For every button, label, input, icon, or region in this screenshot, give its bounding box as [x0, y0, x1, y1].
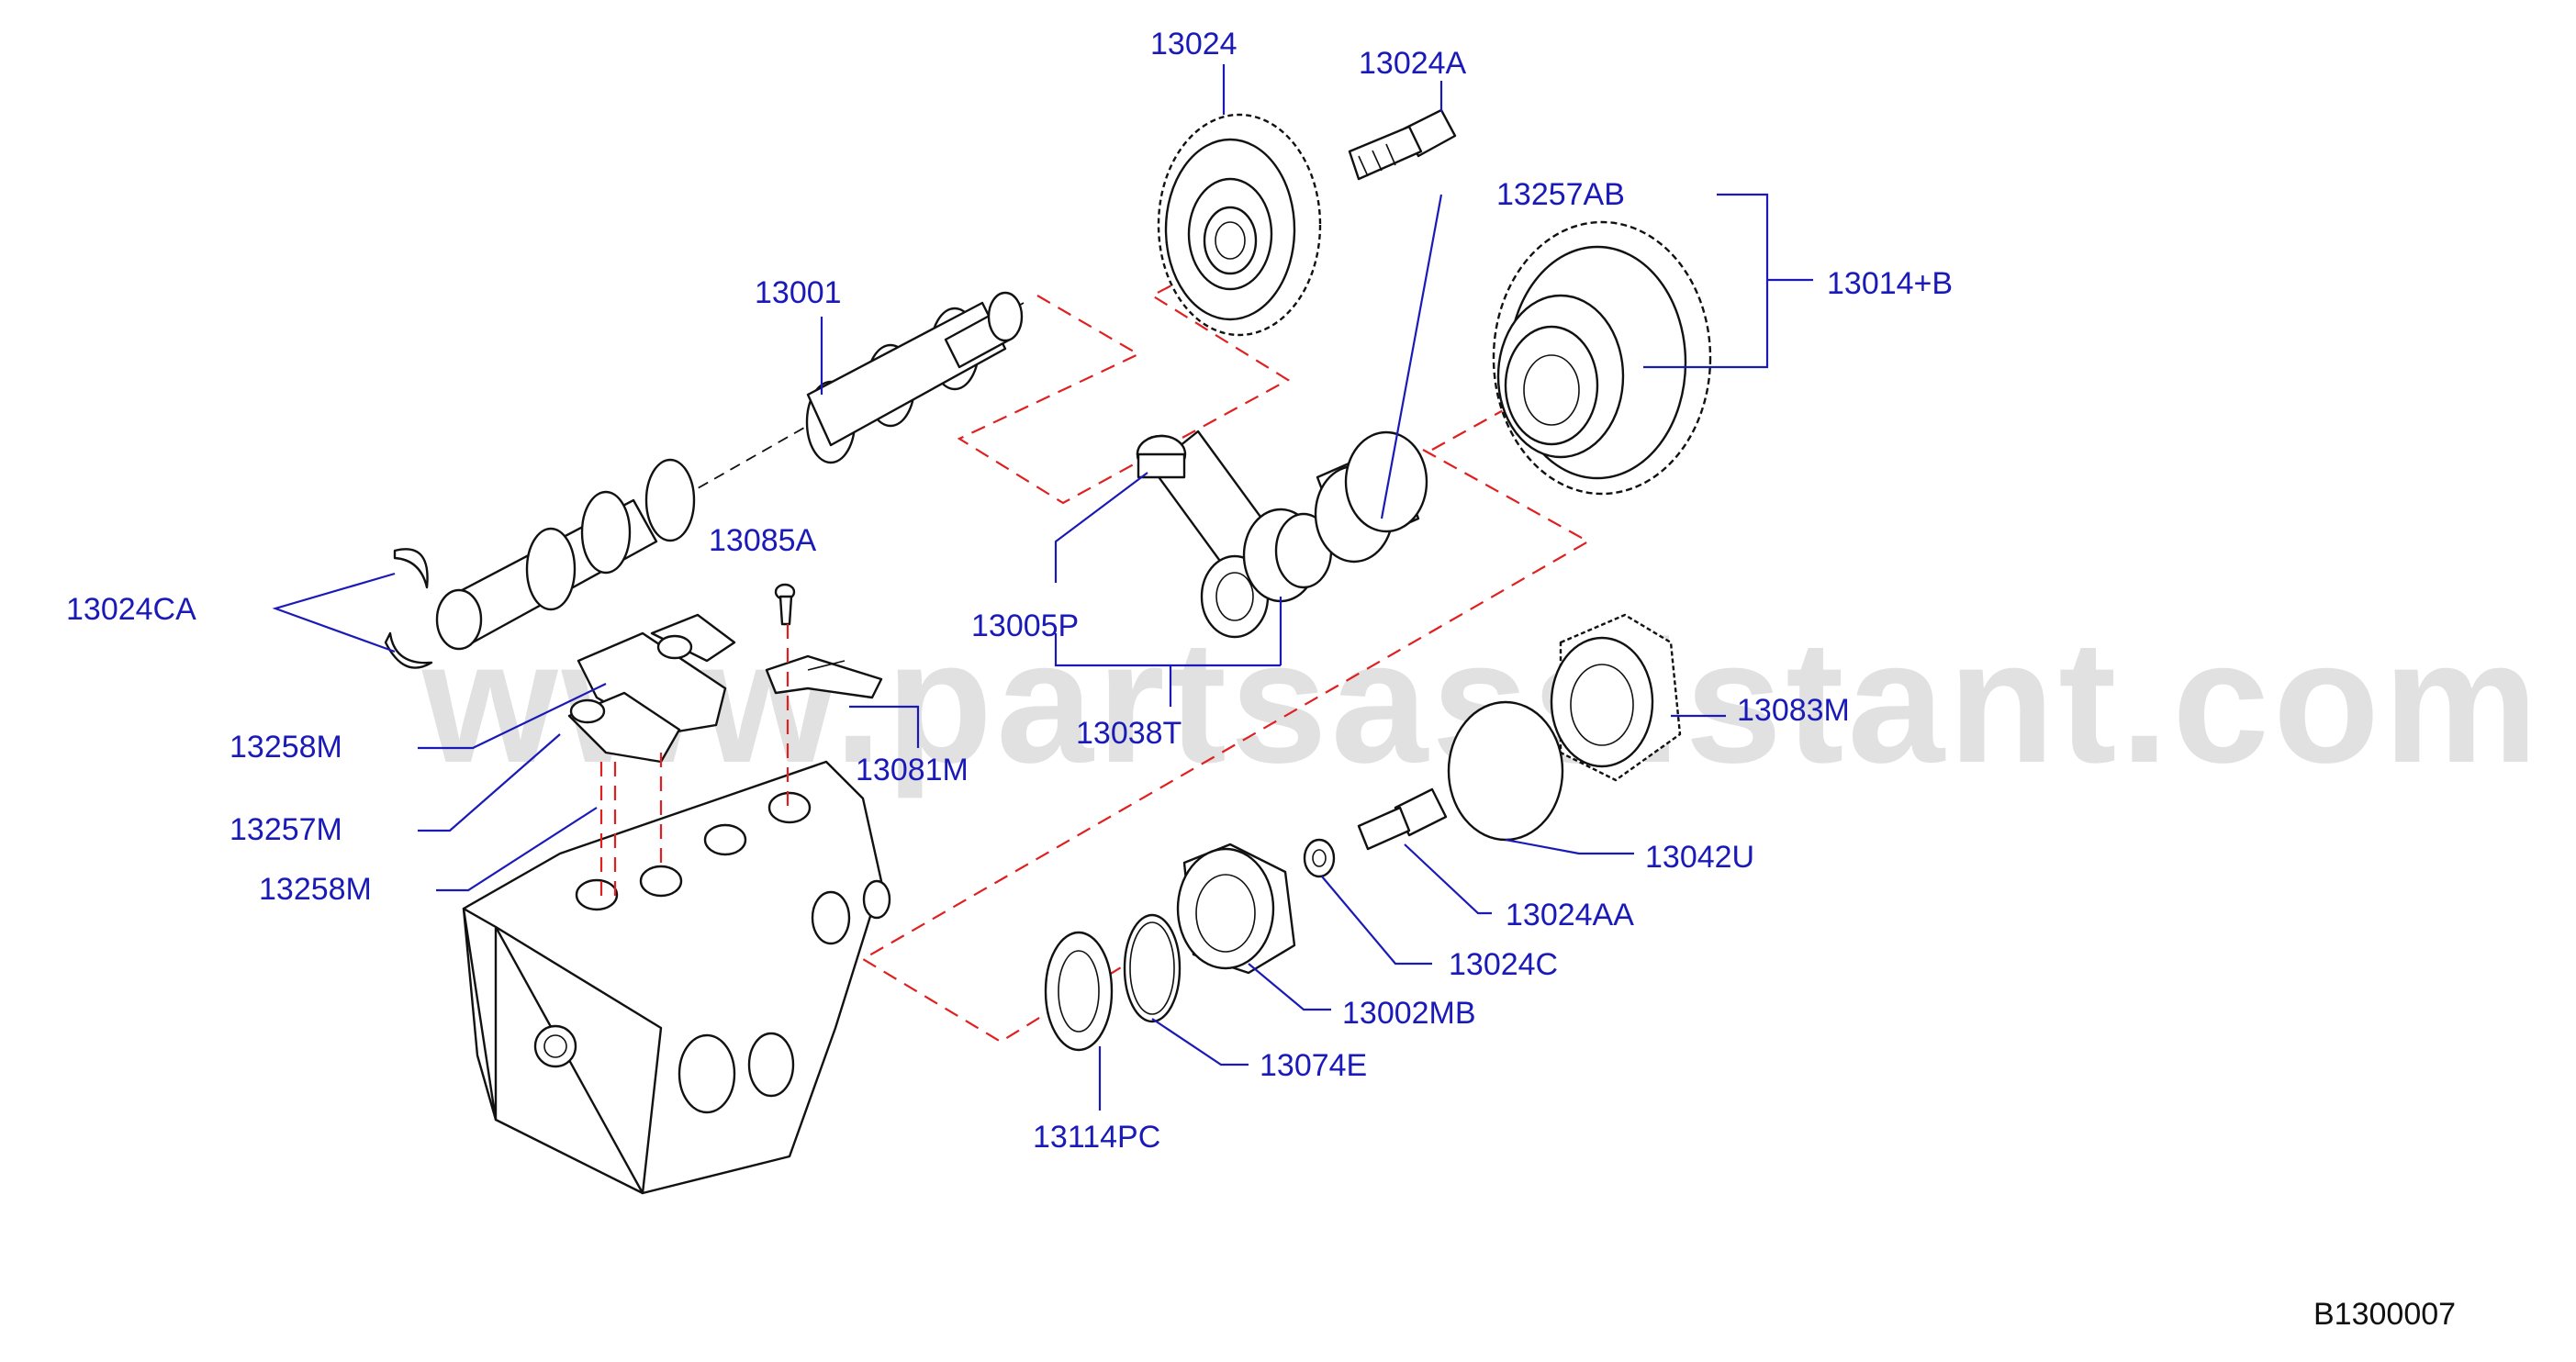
label-13001: 13001 [755, 275, 842, 310]
label-13005P: 13005P [971, 608, 1079, 643]
retainer-rings-13024CA [384, 548, 433, 669]
label-13002MB: 13002MB [1342, 996, 1476, 1031]
label-13024C: 13024C [1449, 947, 1558, 982]
idler-gear-13014B [1492, 220, 1712, 496]
label-13258M-bottom: 13258M [259, 872, 372, 907]
label-13024CA: 13024CA [66, 592, 196, 627]
rocker-arms [567, 613, 736, 764]
washer-13024C [1303, 838, 1336, 878]
gasket-13042U [1447, 700, 1564, 842]
label-13258M-top: 13258M [230, 730, 342, 765]
cover-13083M [1550, 613, 1682, 782]
label-13085A: 13085A [709, 523, 817, 558]
bushing-13257AB [1314, 430, 1428, 564]
label-13042U: 13042U [1645, 840, 1754, 875]
label-13014B: 13014+B [1827, 266, 1953, 301]
label-13024: 13024 [1150, 27, 1238, 61]
hub-13002MB [1176, 843, 1296, 975]
timing-gear-13024 [1157, 113, 1322, 337]
bushing-13005P [1136, 434, 1187, 479]
label-13038T: 13038T [1076, 716, 1182, 751]
leader-lines [272, 64, 1813, 1111]
clip-13081M [765, 654, 883, 699]
label-13114PC: 13114PC [1033, 1120, 1160, 1155]
label-13024AA: 13024AA [1506, 898, 1634, 932]
label-13081M: 13081M [856, 753, 969, 787]
label-13257AB: 13257AB [1496, 177, 1625, 212]
label-13024A: 13024A [1359, 46, 1467, 81]
cylinder-head [462, 624, 891, 1195]
ring-13074E [1123, 913, 1182, 1023]
label-13074E: 13074E [1260, 1048, 1367, 1083]
diagram-reference-code: B1300007 [2313, 1297, 2456, 1332]
camshaft-13001 [435, 291, 1025, 651]
ring-13114PC [1044, 931, 1114, 1052]
label-13257M: 13257M [230, 812, 342, 847]
bolt-13024A [1348, 108, 1457, 181]
callout-labels: 13024 13024A 13257AB 13014+B 13001 13024… [66, 27, 1953, 1155]
bolt-13024AA [1357, 787, 1448, 851]
label-13083M: 13083M [1737, 693, 1850, 728]
bolt-13085A [774, 583, 796, 626]
